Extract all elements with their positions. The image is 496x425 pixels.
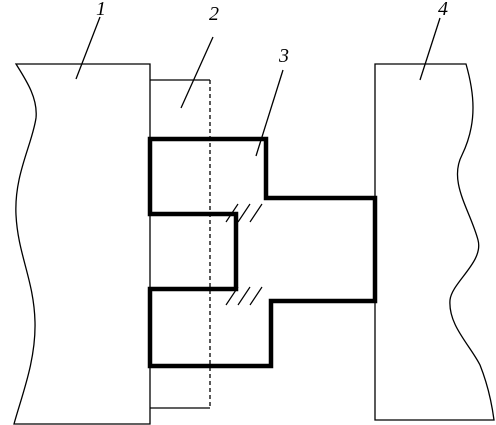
part-4-right-body: [374, 63, 495, 421]
part-2-layer-outline: [150, 79, 210, 409]
label-part-4: 4: [438, 0, 448, 20]
lower-joint-hatch: [225, 286, 263, 306]
part-1-left-body: [13, 63, 151, 425]
label-part-2: 2: [209, 3, 219, 25]
leader-line-1: [75, 16, 101, 80]
label-part-1: 1: [96, 0, 106, 20]
part-3-connector-outline: [147, 136, 378, 369]
leader-line-3: [255, 69, 284, 157]
leader-line-2: [180, 36, 214, 109]
label-part-3: 3: [278, 45, 289, 67]
leader-line-4: [419, 17, 441, 81]
upper-joint-hatch: [225, 203, 263, 223]
